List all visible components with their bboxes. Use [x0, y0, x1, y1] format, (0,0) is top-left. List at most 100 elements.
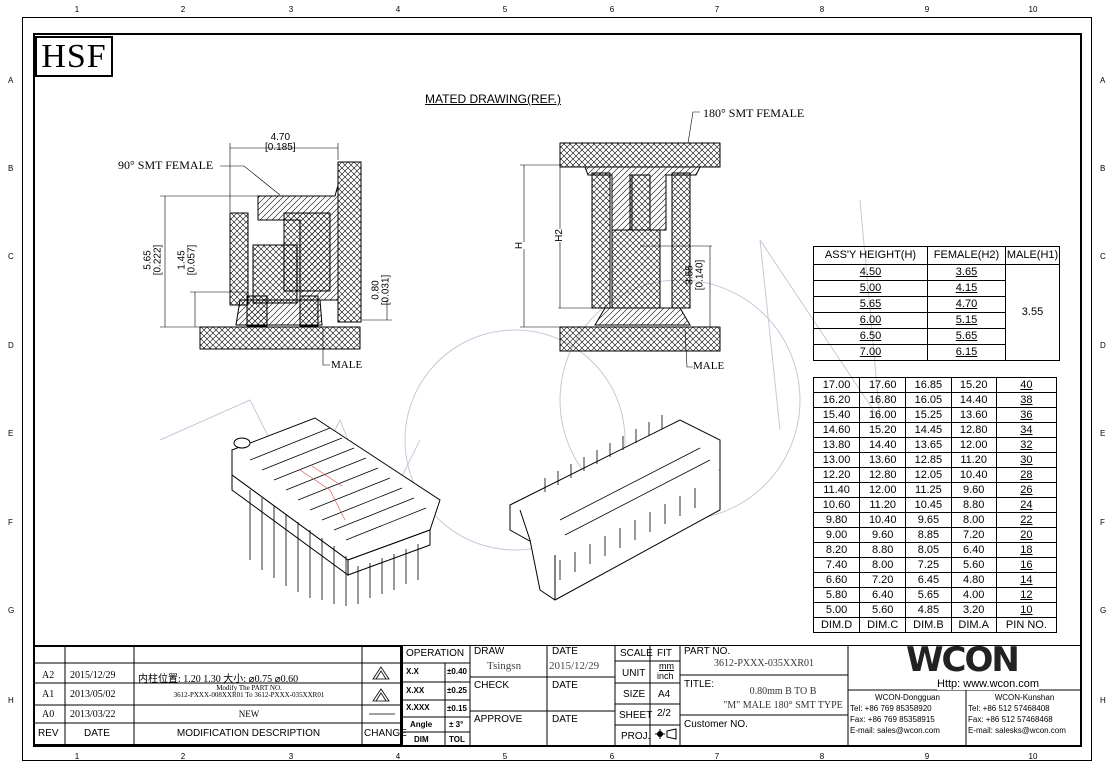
zone-col: 5	[502, 5, 508, 14]
cell: PIN NO.	[995, 617, 1058, 633]
revision-block	[33, 645, 402, 746]
zone-row: D	[1100, 341, 1106, 350]
revision-grid	[33, 645, 402, 746]
cell: 16.85	[905, 377, 952, 393]
cell: 12.20	[812, 467, 861, 483]
projection-symbol-icon	[655, 728, 677, 740]
cell: 20	[995, 527, 1058, 543]
cell: 5.80	[812, 587, 861, 603]
cell: 28	[995, 467, 1058, 483]
zone-row: E	[8, 429, 14, 438]
male-value: 3.55	[1005, 264, 1060, 361]
zone-col: 1	[74, 752, 80, 761]
cell: 14.60	[812, 422, 861, 438]
zone-row: B	[1100, 164, 1106, 173]
label-180-smt-female: 180° SMT FEMALE	[703, 106, 805, 120]
cell: 4.15	[927, 280, 1006, 297]
size-label: SIZE	[623, 689, 646, 700]
cell: 5.65	[813, 296, 928, 313]
approve-date-label: DATE	[552, 714, 578, 725]
zone-row: A	[1100, 76, 1106, 85]
cell: 7.20	[859, 572, 907, 588]
cell: 6.00	[813, 312, 928, 329]
cell: 9.80	[812, 512, 861, 528]
cell: 4.80	[950, 572, 997, 588]
scale-value: FIT	[657, 648, 672, 659]
cell: 13.60	[950, 407, 997, 423]
rev-a0: A0	[42, 709, 55, 720]
cell: 16.20	[812, 392, 861, 408]
zone-row: C	[8, 252, 14, 261]
desc-a0: NEW	[238, 709, 260, 719]
cell: 36	[995, 407, 1058, 423]
zone-col: 4	[395, 752, 401, 761]
operation-label: OPERATION	[406, 648, 465, 659]
dim-footer: DIM	[414, 735, 429, 744]
dim-height: 5.65[0.222]	[142, 244, 164, 276]
dim-value-inch: [0.140]	[694, 259, 706, 291]
tol-value: ± 3°	[449, 720, 464, 729]
header-male: MALE(H1)	[1005, 246, 1060, 265]
cell: 13.80	[812, 437, 861, 453]
cell: 40	[995, 377, 1058, 393]
cell: 16	[995, 557, 1058, 573]
cell: 4.85	[905, 602, 952, 618]
cell: 14.40	[950, 392, 997, 408]
approve-label: APPROVE	[474, 714, 523, 725]
dim-mid: 1.45[0.057]	[176, 245, 197, 276]
zone-col: 7	[714, 752, 720, 761]
tol-dim: X.X	[406, 667, 419, 676]
cell: 4.50	[813, 264, 928, 281]
dim-h: H	[514, 241, 526, 250]
cell: 12.05	[905, 467, 952, 483]
zone-col: 8	[819, 5, 825, 14]
zone-col: 7	[714, 5, 720, 14]
cell: DIM.C	[859, 617, 907, 633]
office-email[interactable]: E-mail: sales@wcon.com	[850, 726, 940, 735]
cell: 11.40	[812, 482, 861, 498]
cell: 12	[995, 587, 1058, 603]
zone-row: D	[8, 341, 14, 350]
cell: 11.20	[859, 497, 907, 513]
cell: 9.60	[859, 527, 907, 543]
dim-width: 4.70[0.185]	[265, 133, 296, 153]
cell: 5.00	[813, 280, 928, 297]
tol-dim: X.XXX	[406, 703, 430, 712]
office-email[interactable]: E-mail: salesks@wcon.com	[968, 726, 1066, 735]
cell: 34	[995, 422, 1058, 438]
cell: 13.60	[859, 452, 907, 468]
cell: 16.80	[859, 392, 907, 408]
cell: 7.40	[812, 557, 861, 573]
cell: 15.25	[905, 407, 952, 423]
size-value: A4	[658, 689, 671, 700]
dim-value-inch: [0.222]	[152, 244, 164, 276]
part-no: 3612-PXXX-035XXR01	[714, 658, 814, 669]
cell: 11.25	[905, 482, 952, 498]
wcon-logo: WCON	[906, 640, 1020, 680]
header-rev: REV	[38, 728, 59, 739]
cell: 15.20	[950, 377, 997, 393]
cell: 7.20	[950, 527, 997, 543]
office-name: WCON-Dongguan	[875, 693, 940, 702]
dim-value-inch: [0.031]	[380, 274, 392, 306]
cell: 24	[995, 497, 1058, 513]
right-section-view	[520, 111, 721, 368]
cell: 12.80	[859, 467, 907, 483]
desc-line: Modify The PART NO.	[216, 684, 282, 692]
cell: 6.60	[812, 572, 861, 588]
